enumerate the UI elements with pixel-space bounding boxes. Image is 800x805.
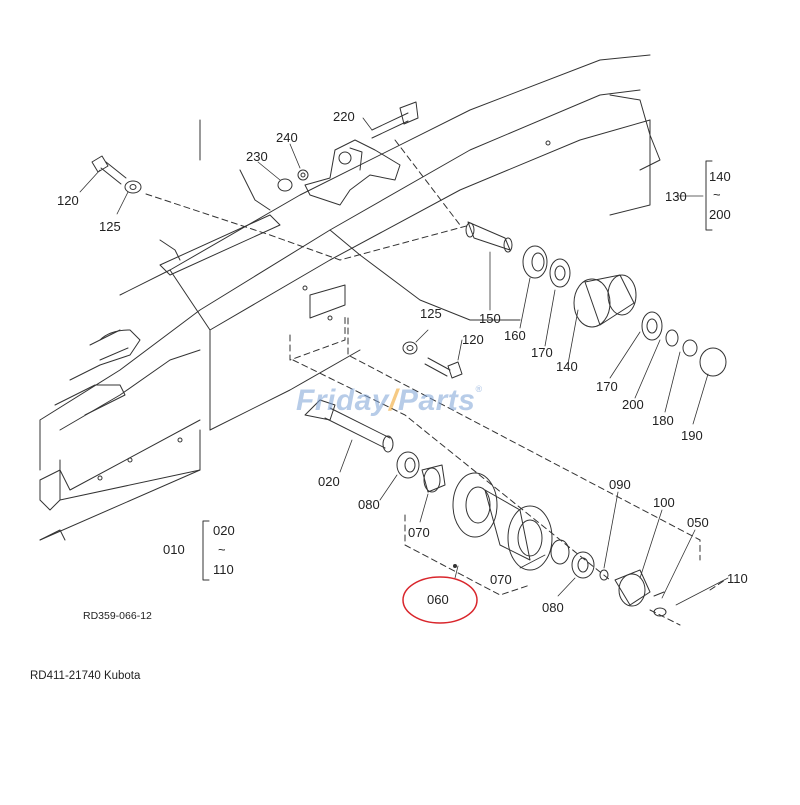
label-150: 150 (479, 311, 501, 326)
label-190: 190 (681, 428, 703, 443)
label-090: 090 (609, 477, 631, 492)
range-tilde-130: ~ (713, 187, 721, 202)
label-140: 140 (556, 359, 578, 374)
label-120-middle: 120 (462, 332, 484, 347)
label-200-range-end: 200 (709, 207, 731, 222)
drawing-code: RD359-066-12 (83, 610, 152, 622)
label-020-range-start: 020 (213, 523, 235, 538)
label-180: 180 (652, 413, 674, 428)
dashed-leaders (145, 139, 726, 626)
label-070-b: 070 (490, 572, 512, 587)
part-caption: RD411-21740 Kubota (30, 670, 141, 682)
label-170-a: 170 (531, 345, 553, 360)
label-020: 020 (318, 474, 340, 489)
label-120-top: 120 (57, 193, 79, 208)
watermark-logo: Friday/Parts® (296, 384, 483, 417)
label-130: 130 (665, 189, 687, 204)
watermark-part2: Parts (397, 384, 476, 417)
label-080-a: 080 (358, 497, 380, 512)
nut-and-washer-230-240 (277, 169, 309, 192)
label-070-a: 070 (408, 525, 430, 540)
roller-components (396, 451, 667, 617)
watermark-reg: ® (475, 384, 483, 394)
shaft-150 (465, 221, 513, 253)
highlight-circle-060 (402, 576, 478, 624)
bracket-assembly (304, 101, 419, 206)
label-140-range-start: 140 (709, 169, 731, 184)
watermark-part1: Friday (296, 384, 390, 417)
leader-dot (453, 564, 457, 568)
label-170-b: 170 (596, 379, 618, 394)
label-200: 200 (622, 397, 644, 412)
label-220: 220 (333, 109, 355, 124)
label-050: 050 (687, 515, 709, 530)
bolt-120-top (91, 155, 142, 194)
range-brackets (202, 160, 713, 581)
label-110-range-end: 110 (213, 562, 234, 577)
label-125-middle: 125 (420, 306, 442, 321)
bolt-120-middle (402, 341, 463, 379)
label-080-b: 080 (542, 600, 564, 615)
label-100: 100 (653, 495, 675, 510)
label-160: 160 (504, 328, 526, 343)
label-leaders (79, 117, 729, 606)
label-110: 110 (727, 571, 748, 586)
shaft-020 (304, 399, 394, 453)
label-010: 010 (163, 542, 185, 557)
idler-components (522, 245, 727, 377)
range-tilde-010: ~ (218, 542, 226, 557)
label-125-top: 125 (99, 219, 121, 234)
track-frame (39, 54, 661, 541)
label-060-highlighted[interactable]: 060 (427, 592, 449, 607)
label-240: 240 (276, 130, 298, 145)
label-230: 230 (246, 149, 268, 164)
